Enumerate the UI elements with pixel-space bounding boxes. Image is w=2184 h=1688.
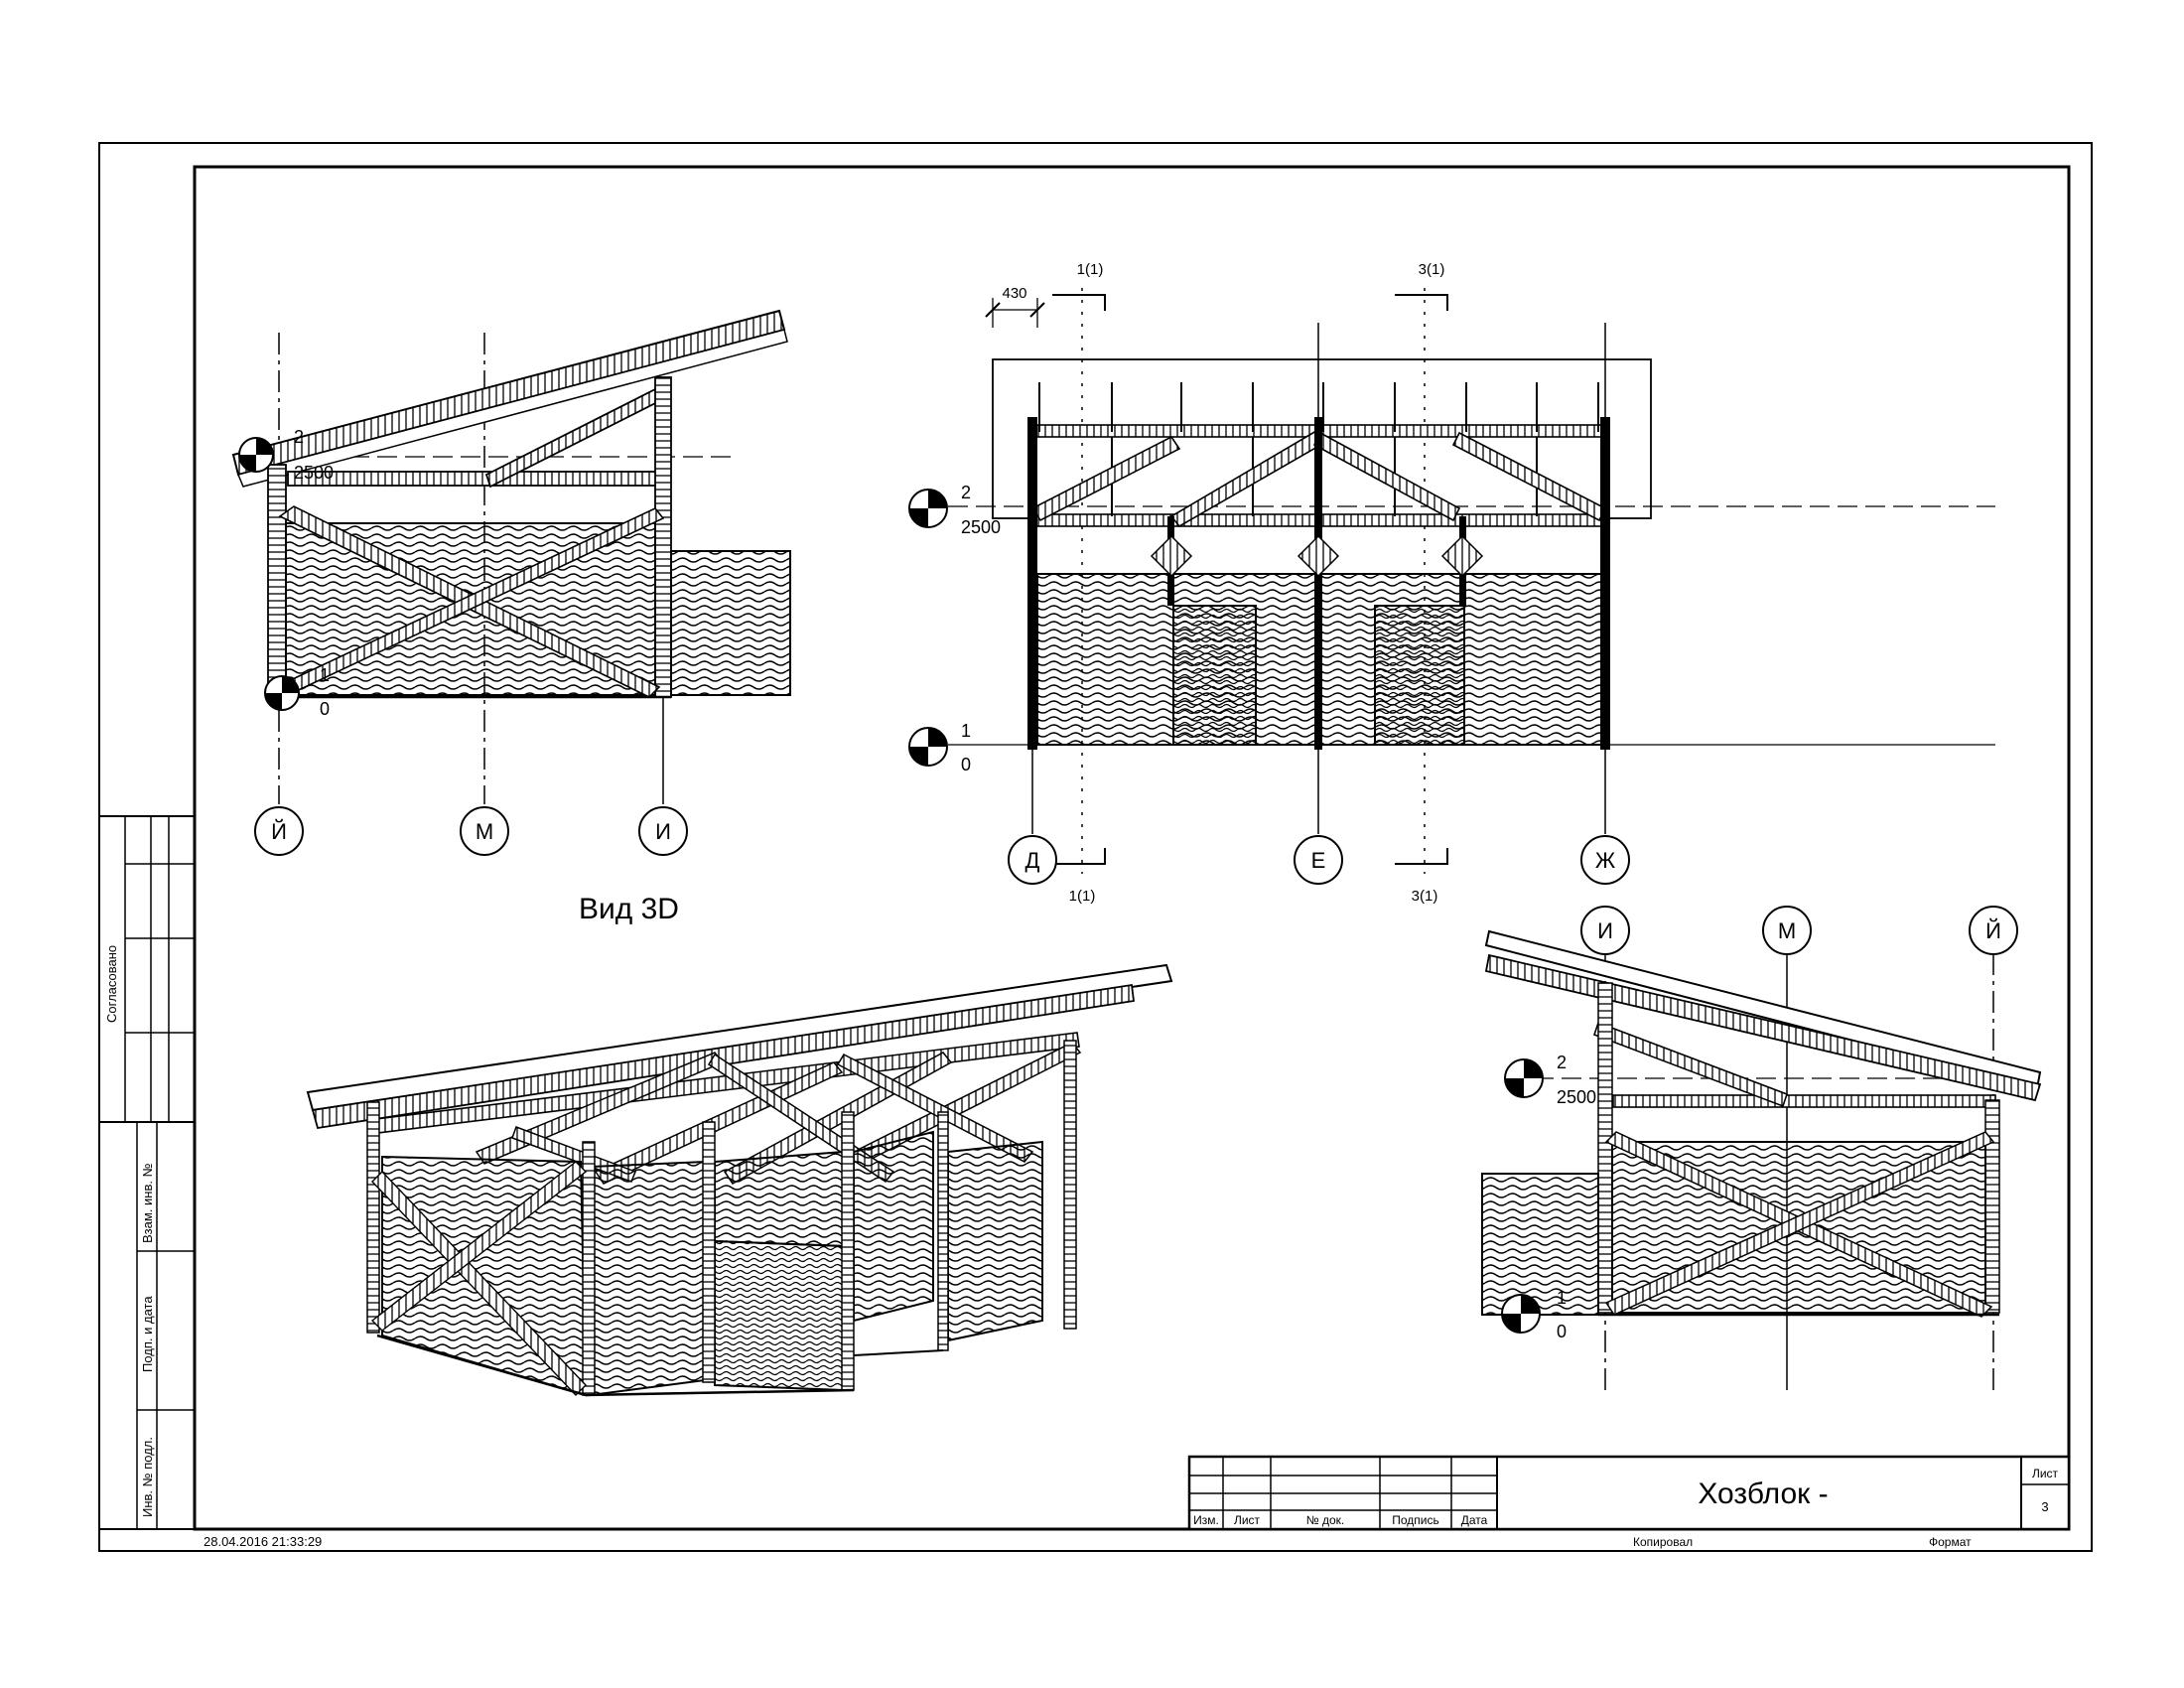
axis-bubble: М: [1778, 918, 1796, 943]
level-2-label: 2: [294, 427, 304, 447]
section-mark-top-1: 1(1): [1077, 261, 1104, 278]
axis-bubble: Ж: [1595, 848, 1616, 873]
col-doc: № док.: [1306, 1513, 1344, 1527]
level-2-elev: 2500: [294, 463, 334, 483]
section-mark-bottom-3: 3(1): [1412, 888, 1438, 905]
axis-bubble: Е: [1311, 848, 1326, 873]
view-3d-title: Вид 3D: [579, 893, 679, 925]
level-1-label: 1: [961, 721, 971, 741]
level-1-elev: 0: [1557, 1322, 1567, 1341]
front-elevation-view: 430 1(1) 3(1) 1(1) 3(1) 2 2500 1 0 Д Е Ж: [908, 261, 1995, 905]
axis-bubble: Й: [1985, 918, 2001, 943]
sheet-number: 3: [2041, 1499, 2048, 1514]
axis-bubble: М: [476, 819, 493, 844]
isometric-3d-view: [306, 963, 1173, 1397]
side-stamp: Согласовано Взам. инв. № Подп. и дата Ин…: [98, 815, 196, 1530]
title-block: Изм. Лист № док. Подпись Дата Хозблок - …: [1187, 1455, 2071, 1549]
level-2-elev: 2500: [1557, 1087, 1596, 1107]
col-list: Лист: [1234, 1513, 1261, 1527]
stamp-replaced-inv: Взам. инв. №: [140, 1163, 155, 1243]
col-date: Дата: [1461, 1513, 1488, 1527]
right-side-view: 2 2500 1 0 И М Й: [1481, 906, 2042, 1390]
format-label: Формат: [1929, 1535, 1972, 1549]
sheet-title: Хозблок -: [1698, 1477, 1828, 1510]
axis-bubble: Д: [1025, 848, 1040, 873]
stamp-sign-date: Подп. и дата: [140, 1296, 155, 1372]
stamp-orig-inv: Инв. № подл.: [140, 1437, 155, 1517]
print-timestamp: 28.04.2016 21:33:29: [204, 1534, 322, 1549]
left-side-view: 2 2500 1 0 Й М И: [231, 309, 791, 856]
section-mark-bottom-1: 1(1): [1069, 888, 1096, 905]
level-1-label: 1: [1557, 1288, 1567, 1308]
level-1-elev: 0: [320, 699, 330, 719]
section-mark-top-3: 3(1): [1419, 261, 1445, 278]
level-2-elev: 2500: [961, 517, 1001, 537]
level-1-elev: 0: [961, 755, 971, 774]
copied-label: Копировал: [1633, 1535, 1693, 1549]
level-2-label: 2: [1557, 1053, 1567, 1072]
sheet-label: Лист: [2032, 1467, 2059, 1480]
level-1-label: 1: [320, 665, 330, 685]
axis-bubble: Й: [271, 819, 287, 844]
stamp-agreed: Согласовано: [104, 945, 119, 1023]
dimension-430: 430: [1002, 285, 1026, 302]
level-2-label: 2: [961, 483, 971, 502]
col-izm: Изм.: [1193, 1513, 1219, 1527]
col-sign: Подпись: [1392, 1513, 1439, 1527]
axis-bubble: И: [655, 819, 671, 844]
axis-bubble: И: [1597, 918, 1613, 943]
